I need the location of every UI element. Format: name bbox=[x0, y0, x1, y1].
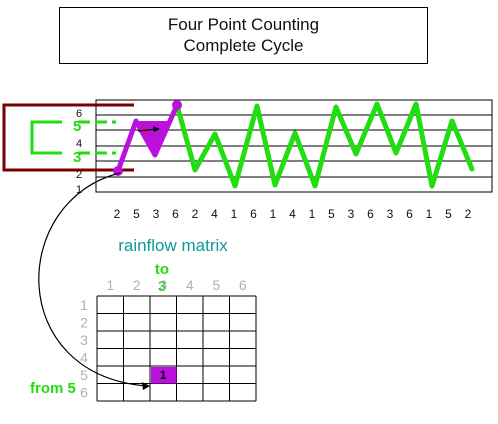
matrix-cell-value: 1 bbox=[160, 368, 167, 382]
sequence-value: 1 bbox=[426, 207, 433, 221]
sequence-value: 3 bbox=[153, 207, 160, 221]
level-labels: 6 4 2 1 5 3 bbox=[73, 108, 82, 196]
sequence-value: 3 bbox=[348, 207, 355, 221]
matrix-row-label: 6 bbox=[80, 384, 88, 400]
to-label: to bbox=[155, 261, 169, 278]
level-label-1: 1 bbox=[76, 184, 82, 196]
sequence-value: 4 bbox=[289, 207, 296, 221]
sequence-value: 6 bbox=[250, 207, 257, 221]
matrix-column-label: 1 bbox=[106, 277, 114, 293]
sequence-value: 1 bbox=[231, 207, 238, 221]
cycle-arrowhead bbox=[153, 126, 160, 132]
transfer-arrowhead bbox=[142, 382, 150, 390]
sequence-value: 2 bbox=[114, 207, 121, 221]
matrix-column-labels: 1 2 3 4 5 6 bbox=[106, 277, 247, 293]
matrix-column-label: 6 bbox=[239, 277, 247, 293]
sequence-value: 5 bbox=[445, 207, 452, 221]
matrix-title: rainflow matrix bbox=[118, 236, 228, 255]
sequence-value: 2 bbox=[465, 207, 472, 221]
matrix-column-label: 4 bbox=[186, 277, 194, 293]
title-line-1: Four Point Counting bbox=[167, 15, 320, 34]
counted-cycle-path bbox=[115, 102, 180, 174]
level-label-2: 2 bbox=[76, 169, 82, 181]
matrix-column-label: 5 bbox=[212, 277, 220, 293]
to-value: 3 bbox=[158, 278, 166, 295]
level-label-5: 5 bbox=[73, 118, 81, 135]
sequence-value: 1 bbox=[270, 207, 277, 221]
level-label-6: 6 bbox=[76, 108, 82, 120]
matrix-column-label: 3 bbox=[159, 277, 167, 293]
sequence-value: 6 bbox=[367, 207, 374, 221]
level-label-4: 4 bbox=[76, 138, 82, 150]
cycle-bracket bbox=[30, 120, 62, 155]
matrix-row-label: 4 bbox=[80, 349, 88, 365]
counting-bracket bbox=[2, 103, 134, 172]
matrix-row-labels: 12 34 56 bbox=[80, 297, 88, 401]
matrix-cell-highlight bbox=[151, 367, 177, 384]
matrix-column-label: 2 bbox=[133, 277, 141, 293]
title-box: Four Point Counting Complete Cycle bbox=[59, 7, 428, 64]
sequence-value: 4 bbox=[211, 207, 218, 221]
transfer-arrow bbox=[38, 172, 148, 387]
title-line-2: Complete Cycle bbox=[183, 36, 304, 55]
matrix-row-label: 1 bbox=[80, 297, 88, 313]
sequence-value: 5 bbox=[133, 207, 140, 221]
sequence-value: 1 bbox=[309, 207, 316, 221]
signal-line bbox=[174, 101, 475, 189]
end-point bbox=[172, 100, 182, 110]
level-label-3: 3 bbox=[73, 149, 81, 166]
matrix-row-label: 3 bbox=[80, 332, 88, 348]
sequence-value: 2 bbox=[192, 207, 199, 221]
sequence-value: 3 bbox=[387, 207, 394, 221]
counted-cycle bbox=[113, 100, 182, 176]
sequence-value: 6 bbox=[406, 207, 413, 221]
sequence-value: 5 bbox=[328, 207, 335, 221]
matrix-row-label: 2 bbox=[80, 314, 88, 330]
matrix-row-label: 5 bbox=[80, 367, 88, 383]
rainflow-matrix bbox=[96, 295, 257, 402]
from-label: from 5 bbox=[30, 380, 76, 397]
sequence-value: 6 bbox=[172, 207, 179, 221]
start-point bbox=[113, 166, 123, 176]
